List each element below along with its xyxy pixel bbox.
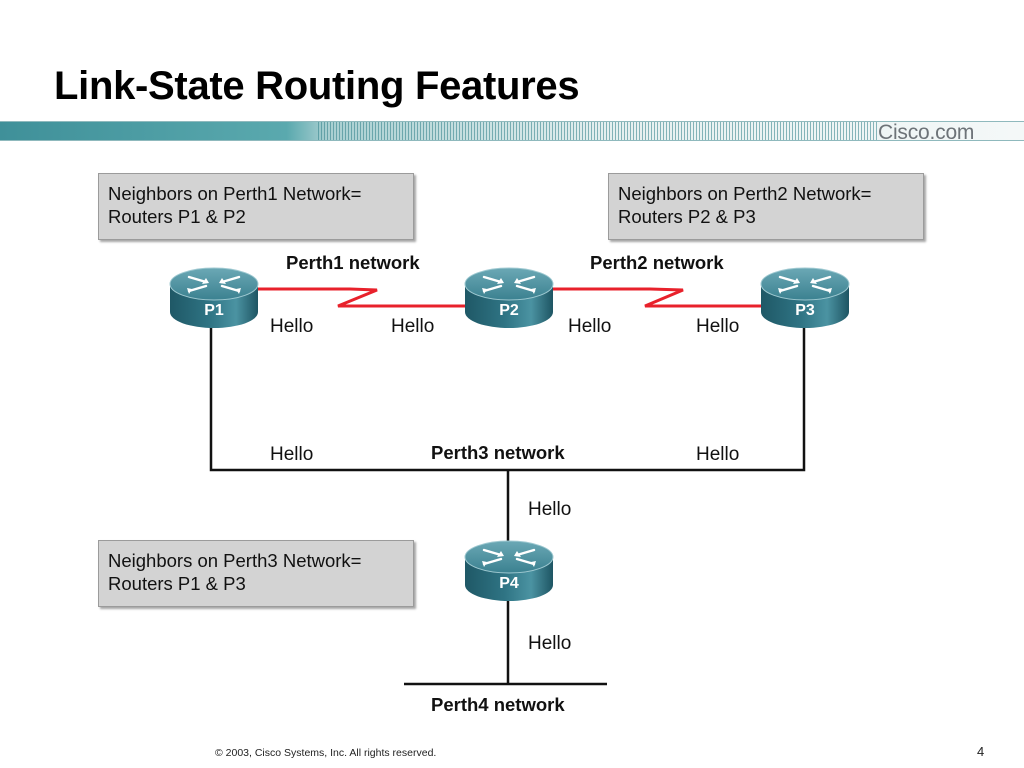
slide-title: Link-State Routing Features <box>54 64 580 108</box>
perth2-serial-link <box>553 287 762 308</box>
perth4-network-label: Perth4 network <box>431 694 565 715</box>
perth1-network-label: Perth1 network <box>286 252 420 273</box>
hello-label: Hello <box>528 633 572 654</box>
router-icon <box>464 540 554 601</box>
hello-label: Hello <box>270 444 314 465</box>
router-icon <box>169 267 259 328</box>
perth2-neighbors-note: Neighbors on Perth2 Network= Routers P2 … <box>608 173 924 240</box>
hello-label: Hello <box>528 499 572 520</box>
router-p2: P2 <box>462 266 556 332</box>
cisco-brand-logo: Cisco.com <box>878 121 975 144</box>
page-number: 4 <box>977 744 985 759</box>
hello-label: Hello <box>696 444 740 465</box>
router-icon <box>760 267 850 328</box>
copyright-footer: © 2003, Cisco Systems, Inc. All rights r… <box>215 747 437 759</box>
hello-label: Hello <box>270 316 314 337</box>
router-p3: P3 <box>758 266 852 332</box>
router-icon <box>464 267 554 328</box>
router-p1: P1 <box>167 266 261 332</box>
perth1-serial-link <box>258 287 465 308</box>
perth3-network-label: Perth3 network <box>431 442 565 463</box>
perth2-network-label: Perth2 network <box>590 252 724 273</box>
hello-label: Hello <box>568 316 612 337</box>
router-p4: P4 <box>462 539 556 605</box>
perth1-neighbors-note: Neighbors on Perth1 Network= Routers P1 … <box>98 173 414 240</box>
hello-label: Hello <box>696 316 740 337</box>
header-banner <box>0 121 1024 141</box>
perth3-neighbors-note: Neighbors on Perth3 Network= Routers P1 … <box>98 540 414 607</box>
hello-label: Hello <box>391 316 435 337</box>
